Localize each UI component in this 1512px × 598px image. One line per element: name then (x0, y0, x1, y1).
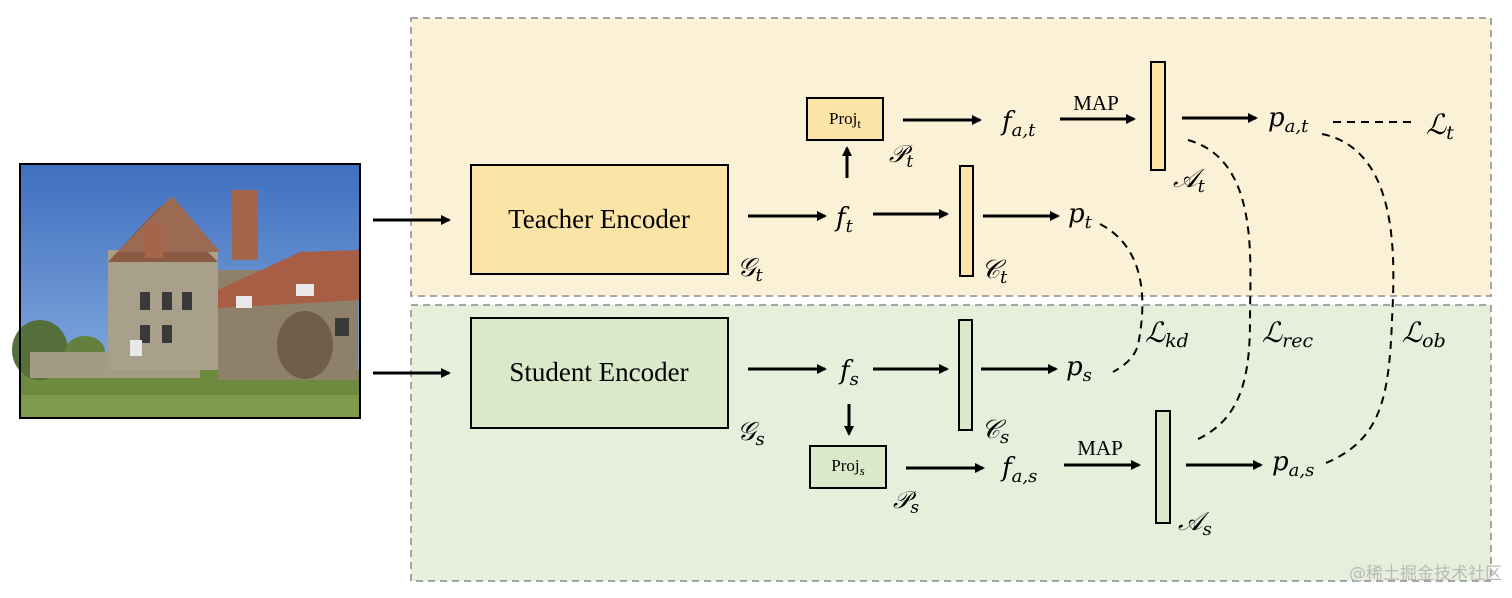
proj-t-label: Projt (829, 109, 861, 131)
proj-t-box (806, 97, 884, 141)
student-encoder-box (470, 317, 729, 429)
input-image (12, 163, 361, 419)
symbol-p-s-out: ps (1066, 352, 1092, 386)
symbol-p-at: pa,t (1268, 103, 1309, 137)
teacher-encoder-label: Teacher Encoder (508, 204, 690, 234)
loss-l-rec: ℒrec (1262, 316, 1313, 352)
classifier-c-t (959, 165, 974, 277)
loss-l-kd: ℒkd (1145, 316, 1189, 352)
symbol-g-t: 𝒢t (737, 253, 764, 286)
dashed-kd-curve (1099, 223, 1144, 373)
student-encoder-label: Student Encoder (509, 357, 688, 387)
symbol-g-s: 𝒢s (737, 417, 765, 450)
dashed-rec-curve (1187, 139, 1252, 441)
loss-l-t: ℒt (1426, 108, 1454, 144)
proj-s-label: Projs (831, 456, 864, 478)
map-label-teacher: MAP (1073, 91, 1119, 115)
watermark-text: @稀土掘金技术社区 (1349, 564, 1502, 584)
symbol-p-t-out: pt (1068, 199, 1093, 233)
dashed-ob-curve (1321, 133, 1395, 464)
map-label-student: MAP (1077, 436, 1123, 460)
classifier-a-s (1155, 410, 1171, 524)
loss-l-ob: ℒob (1402, 316, 1446, 352)
symbol-p-as: pa,s (1272, 447, 1314, 481)
classifier-a-t (1150, 61, 1166, 171)
proj-s-box (809, 445, 887, 489)
teacher-encoder-box (470, 164, 729, 275)
classifier-c-s (958, 319, 973, 431)
